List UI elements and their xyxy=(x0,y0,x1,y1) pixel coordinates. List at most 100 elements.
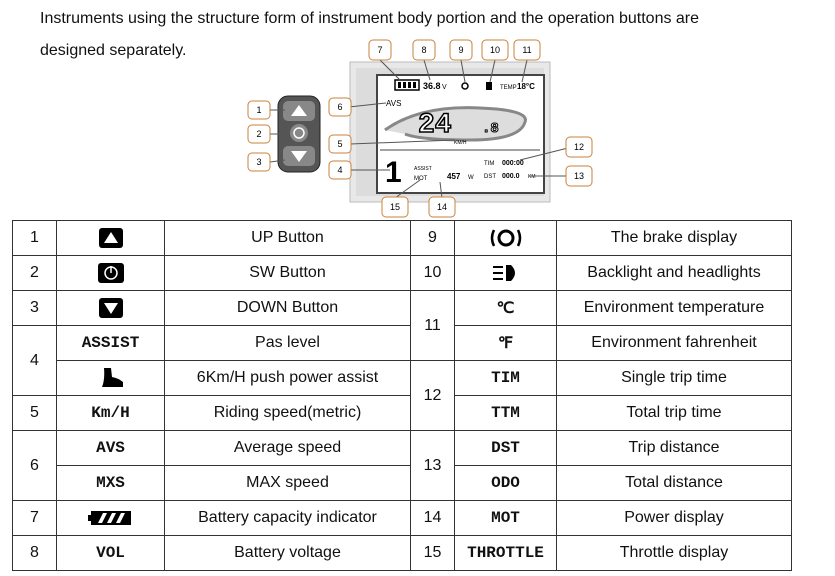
item-number: 13 xyxy=(410,430,455,501)
description: Environment temperature xyxy=(556,290,792,326)
callout-6: 6 xyxy=(328,97,352,117)
lcd-headlight-icon xyxy=(486,82,492,90)
lcd-mot-label: MOT xyxy=(414,176,428,182)
lcd-power: 457 xyxy=(447,172,461,181)
table-row: 7 Battery capacity indicator 14 MOT Powe… xyxy=(12,500,792,536)
item-number: 8 xyxy=(12,535,57,571)
down-button-icon xyxy=(98,298,123,318)
symbol-cell xyxy=(56,290,165,326)
svg-text:13: 13 xyxy=(574,171,584,181)
description: Trip distance xyxy=(556,430,792,466)
svg-text:3: 3 xyxy=(256,157,261,167)
lcd-voltage: 36.8 xyxy=(423,81,441,91)
symbol-cell: TTM xyxy=(454,395,557,431)
symbol-cell xyxy=(56,255,165,291)
svg-text:12: 12 xyxy=(574,142,584,152)
svg-text:14: 14 xyxy=(437,202,447,212)
description: The brake display xyxy=(556,220,792,256)
description: 6Km/H push power assist xyxy=(164,360,411,396)
table-row: 5 Km/H Riding speed(metric) TTM Total tr… xyxy=(12,395,792,431)
symbol-cell xyxy=(454,255,557,291)
description: SW Button xyxy=(164,255,411,291)
button-pod xyxy=(277,95,321,173)
item-number: 4 xyxy=(12,325,57,396)
lcd-tim-value: 000:00 xyxy=(502,160,524,167)
item-number: 5 xyxy=(12,395,57,431)
description: Battery voltage xyxy=(164,535,411,571)
svg-text:11: 11 xyxy=(522,45,531,55)
lcd-tim-label: TIM xyxy=(484,161,494,167)
item-number: 2 xyxy=(12,255,57,291)
item-number: 10 xyxy=(410,255,455,291)
brake-icon xyxy=(490,229,521,247)
symbol-cell xyxy=(56,220,165,256)
callout-12: 12 xyxy=(565,136,593,158)
battery-icon xyxy=(87,510,131,525)
item-number: 1 xyxy=(12,220,57,256)
lcd-speed-unit: KM/H xyxy=(454,140,467,146)
callout-14: 14 xyxy=(428,196,456,218)
callout-1: 1 xyxy=(247,100,271,120)
description: Power display xyxy=(556,500,792,536)
description: Backlight and headlights xyxy=(556,255,792,291)
item-number: 9 xyxy=(410,220,455,256)
item-number: 12 xyxy=(410,360,455,431)
lcd-speed: 24 xyxy=(418,110,452,141)
lcd-dst-label: DST xyxy=(484,174,496,180)
item-number: 14 xyxy=(410,500,455,536)
lcd-dst-value: 000.0 xyxy=(502,173,520,180)
symbol-cell: VOL xyxy=(56,535,165,571)
lcd-battery-icon xyxy=(394,79,420,91)
symbol-cell: ℃ xyxy=(454,290,557,326)
power-button-icon xyxy=(97,263,124,283)
table-row: 6 AVS Average speed 13 DST Trip distance xyxy=(12,430,792,501)
lcd-voltage-unit: V xyxy=(442,84,447,91)
description: Pas level xyxy=(164,325,411,361)
lcd-brake-icon xyxy=(461,82,469,90)
boot-icon xyxy=(101,368,123,387)
symbol-cell xyxy=(56,500,165,536)
lcd-pas-level: 1 xyxy=(385,156,402,189)
table-row: 8 VOL Battery voltage 15 THROTTLE Thrott… xyxy=(12,535,792,571)
svg-text:10: 10 xyxy=(490,45,500,55)
description: Total trip time xyxy=(556,395,792,431)
table-row: MXS MAX speed ODO Total distance xyxy=(13,465,792,501)
description: MAX speed xyxy=(164,465,411,501)
svg-text:9: 9 xyxy=(458,45,463,55)
callout-5: 5 xyxy=(328,134,352,154)
item-number: 6 xyxy=(12,430,57,501)
intro-line-2: designed separately. xyxy=(40,42,187,59)
symbol-cell: THROTTLE xyxy=(454,535,557,571)
callout-8: 8 xyxy=(412,39,436,61)
description: Riding speed(metric) xyxy=(164,395,411,431)
description: DOWN Button xyxy=(164,290,411,326)
item-number: 15 xyxy=(410,535,455,571)
lcd-speed-decimal: .8 xyxy=(482,121,499,137)
description: UP Button xyxy=(164,220,411,256)
svg-text:4: 4 xyxy=(337,165,342,175)
symbol-cell: DST xyxy=(454,430,557,466)
symbol-cell xyxy=(454,220,557,256)
lcd-avs-label: AVS xyxy=(386,99,401,108)
symbol-cell: TIM xyxy=(454,360,557,396)
description: Single trip time xyxy=(556,360,792,396)
svg-text:5: 5 xyxy=(337,139,342,149)
symbol-cell: MOT xyxy=(454,500,557,536)
lcd-dst-unit: KM xyxy=(528,174,536,180)
symbol-cell: ℉ xyxy=(454,325,557,361)
symbol-cell: AVS xyxy=(56,430,165,466)
description: Battery capacity indicator xyxy=(164,500,411,536)
table-row: 4 ASSIST Pas level ℉ Environment fahrenh… xyxy=(12,325,792,396)
up-button-icon xyxy=(98,228,123,248)
callout-15: 15 xyxy=(381,196,409,218)
callout-4: 4 xyxy=(328,160,352,180)
symbol-cell: ASSIST xyxy=(56,325,165,361)
svg-text:1: 1 xyxy=(256,105,261,115)
headlight-icon xyxy=(492,265,515,281)
svg-text:6: 6 xyxy=(337,102,342,112)
description: Total distance xyxy=(556,465,792,501)
table-row: 2 SW Button 10 Backlight and headlights xyxy=(12,255,792,291)
symbol-cell: Km/H xyxy=(56,395,165,431)
symbol-cell xyxy=(56,360,165,396)
callout-9: 9 xyxy=(449,39,473,61)
